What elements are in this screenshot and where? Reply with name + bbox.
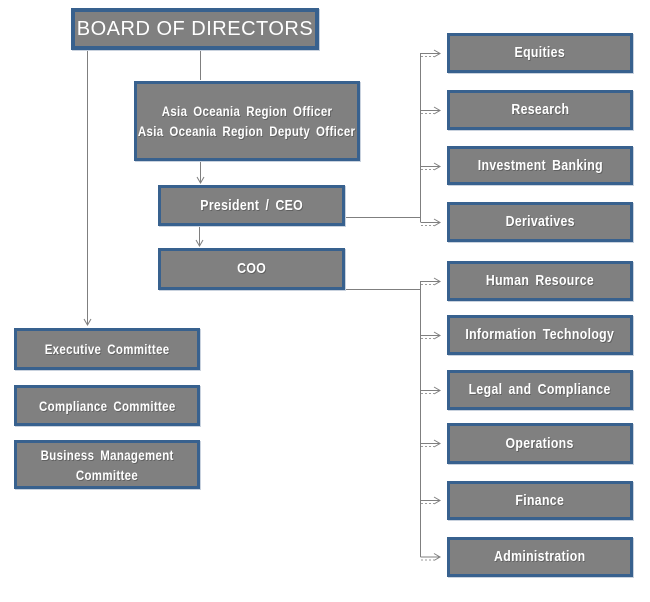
- node-information-technology: Information Technology: [447, 315, 633, 355]
- node-label-line2: Asia Oceania Region Deputy Officer: [138, 123, 356, 139]
- node-executive-committee: Executive Committee: [14, 328, 200, 370]
- node-label: Executive Committee: [44, 341, 170, 357]
- node-research: Research: [447, 90, 633, 130]
- node-label: President / CEO: [200, 196, 303, 214]
- node-compliance-committee: Compliance Committee: [14, 385, 200, 426]
- node-label: Finance: [515, 491, 565, 509]
- node-label: Operations: [505, 434, 575, 452]
- node-label: Legal and Compliance: [468, 381, 612, 398]
- node-label: Investment Banking: [477, 156, 603, 174]
- node-investment-banking: Investment Banking: [447, 146, 633, 185]
- node-region-officer: Asia Oceania Region Officer Asia Oceania…: [134, 81, 360, 161]
- node-label: Human Resource: [485, 272, 595, 289]
- node-label: Research: [510, 101, 570, 118]
- node-derivatives: Derivatives: [447, 202, 633, 242]
- node-label: Administration: [494, 548, 586, 565]
- node-label: COO: [236, 260, 267, 277]
- node-business-management-committee: Business Management Committee: [14, 440, 200, 489]
- node-label-line1: Asia Oceania Region Officer: [161, 103, 333, 119]
- node-president-ceo: President / CEO: [158, 185, 345, 226]
- node-board-of-directors: BOARD OF DIRECTORS: [71, 8, 319, 50]
- node-legal-and-compliance: Legal and Compliance: [447, 370, 633, 410]
- node-label: Equities: [514, 44, 566, 61]
- node-finance: Finance: [447, 481, 633, 520]
- node-label: Compliance Committee: [38, 397, 176, 414]
- node-label-line1: Business Management: [40, 446, 174, 463]
- node-administration: Administration: [447, 537, 633, 577]
- node-label: Information Technology: [465, 326, 615, 343]
- node-label: Derivatives: [505, 213, 575, 230]
- node-human-resource: Human Resource: [447, 261, 633, 301]
- node-equities: Equities: [447, 33, 633, 73]
- node-label-line2: Committee: [75, 466, 139, 483]
- node-operations: Operations: [447, 423, 633, 464]
- node-label: BOARD OF DIRECTORS: [76, 17, 314, 40]
- node-coo: COO: [158, 248, 345, 290]
